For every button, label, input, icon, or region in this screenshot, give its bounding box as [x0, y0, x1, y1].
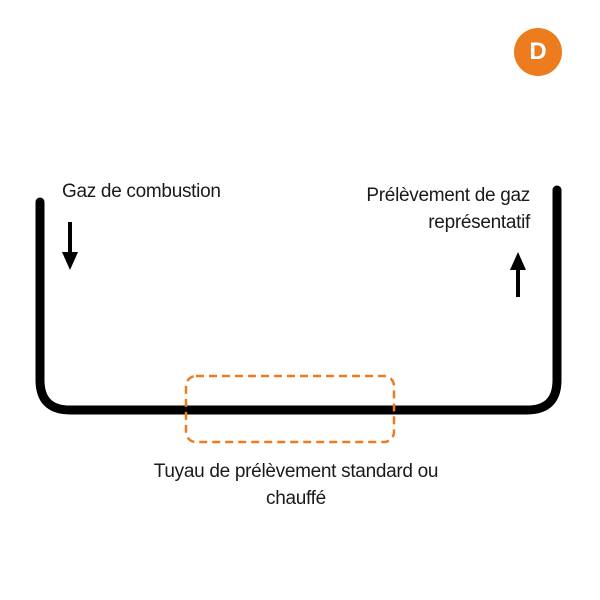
highlight-box — [184, 374, 396, 444]
inlet-label: Gaz de combustion — [62, 178, 221, 205]
inlet-label-text: Gaz de combustion — [62, 181, 221, 202]
pipe-label-line2: chauffé — [266, 488, 326, 509]
outlet-label: Prélèvement de gaz représentatif — [366, 182, 530, 236]
step-badge: D — [514, 28, 562, 76]
outlet-label-line1: Prélèvement de gaz — [366, 185, 530, 206]
arrow-down-icon — [62, 222, 78, 270]
sampling-pipe — [35, 185, 562, 415]
arrow-up-icon — [510, 252, 526, 297]
pipe-label: Tuyau de prélèvement standard ou chauffé — [100, 458, 492, 512]
outlet-label-line2: représentatif — [428, 212, 530, 233]
pipe-label-line1: Tuyau de prélèvement standard ou — [153, 461, 439, 482]
